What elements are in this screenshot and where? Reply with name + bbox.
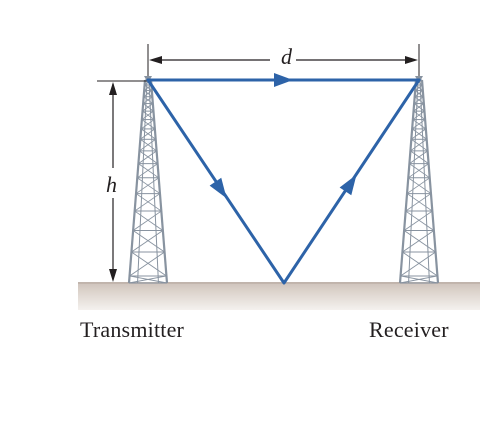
tower-leg — [149, 79, 169, 284]
distance-label: d — [278, 46, 295, 68]
downward-ray-arrowhead — [209, 177, 227, 199]
tower-leg — [127, 79, 147, 284]
tower-cross-brace — [402, 230, 435, 253]
h-arrowhead-top — [109, 82, 117, 95]
tower-cross-brace — [135, 177, 159, 194]
transmitter-tower — [127, 76, 169, 284]
tower-cross-brace — [140, 128, 156, 140]
tower-cross-brace — [143, 90, 153, 98]
tower-cross-brace — [138, 163, 159, 179]
tower-cross-brace — [135, 193, 162, 212]
receiver-tower — [398, 76, 440, 284]
signal-rays — [146, 78, 421, 285]
tower-cross-brace — [134, 193, 161, 212]
tower-cross-brace — [411, 138, 428, 152]
tower-cross-brace — [406, 177, 430, 194]
tower-cross-brace — [405, 210, 435, 231]
tower-cross-brace — [408, 163, 429, 179]
tower-cross-brace — [142, 103, 154, 112]
tower-cross-brace — [399, 275, 438, 284]
upward-ray-arrowhead — [339, 174, 357, 196]
tower-cross-brace — [403, 230, 436, 253]
tower-cross-brace — [412, 110, 425, 120]
tower-cross-brace — [137, 177, 161, 194]
tower-cross-brace — [134, 210, 164, 231]
tower-cross-brace — [131, 251, 167, 277]
tower-cross-brace — [411, 119, 426, 130]
tower-cross-brace — [132, 230, 165, 253]
tower-cross-brace — [139, 138, 156, 152]
reflected-ray — [146, 78, 421, 285]
tower-cross-brace — [402, 251, 438, 277]
tower-cross-brace — [411, 128, 427, 140]
d-arrowhead-right — [405, 56, 418, 64]
tower-cross-brace — [409, 150, 428, 164]
tower-cross-brace — [132, 210, 162, 231]
tower-leg — [398, 79, 418, 284]
direct-ray-arrowhead — [274, 73, 293, 87]
tower-cross-brace — [138, 150, 157, 164]
tower-leg — [420, 79, 440, 284]
tower-cross-brace — [414, 84, 423, 91]
tower-cross-brace — [414, 90, 424, 98]
height-dimension — [97, 80, 147, 282]
tower-cross-brace — [409, 163, 430, 179]
tower-cross-brace — [137, 163, 158, 179]
tower-cross-brace — [142, 96, 153, 104]
tower-cross-brace — [410, 138, 427, 152]
tower-cross-brace — [140, 138, 157, 152]
ground — [78, 282, 480, 310]
tower-cross-brace — [139, 150, 158, 164]
tower-cross-brace — [405, 193, 432, 212]
transmitter-label: Transmitter — [80, 317, 185, 342]
d-arrowhead-left — [149, 56, 162, 64]
h-arrowhead-bottom — [109, 269, 117, 282]
tower-cross-brace — [140, 119, 155, 130]
tower-cross-brace — [406, 193, 433, 212]
tower-cross-brace — [403, 210, 433, 231]
tower-cross-brace — [129, 251, 165, 277]
tower-cross-brace — [413, 96, 424, 104]
tower-cross-brace — [128, 275, 167, 284]
tower-cross-brace — [413, 103, 425, 112]
tower-cross-brace — [131, 230, 164, 253]
tower-cross-brace — [410, 150, 429, 164]
tower-cross-brace — [411, 128, 427, 140]
tower-cross-brace — [400, 251, 436, 277]
tower-cross-brace — [140, 128, 156, 140]
tower-cross-brace — [408, 177, 432, 194]
distance-dimension — [147, 44, 420, 76]
tower-cross-brace — [141, 110, 154, 120]
receiver-label: Receiver — [369, 317, 449, 342]
height-label: h — [106, 172, 117, 198]
ray-arrowheads — [209, 73, 357, 199]
